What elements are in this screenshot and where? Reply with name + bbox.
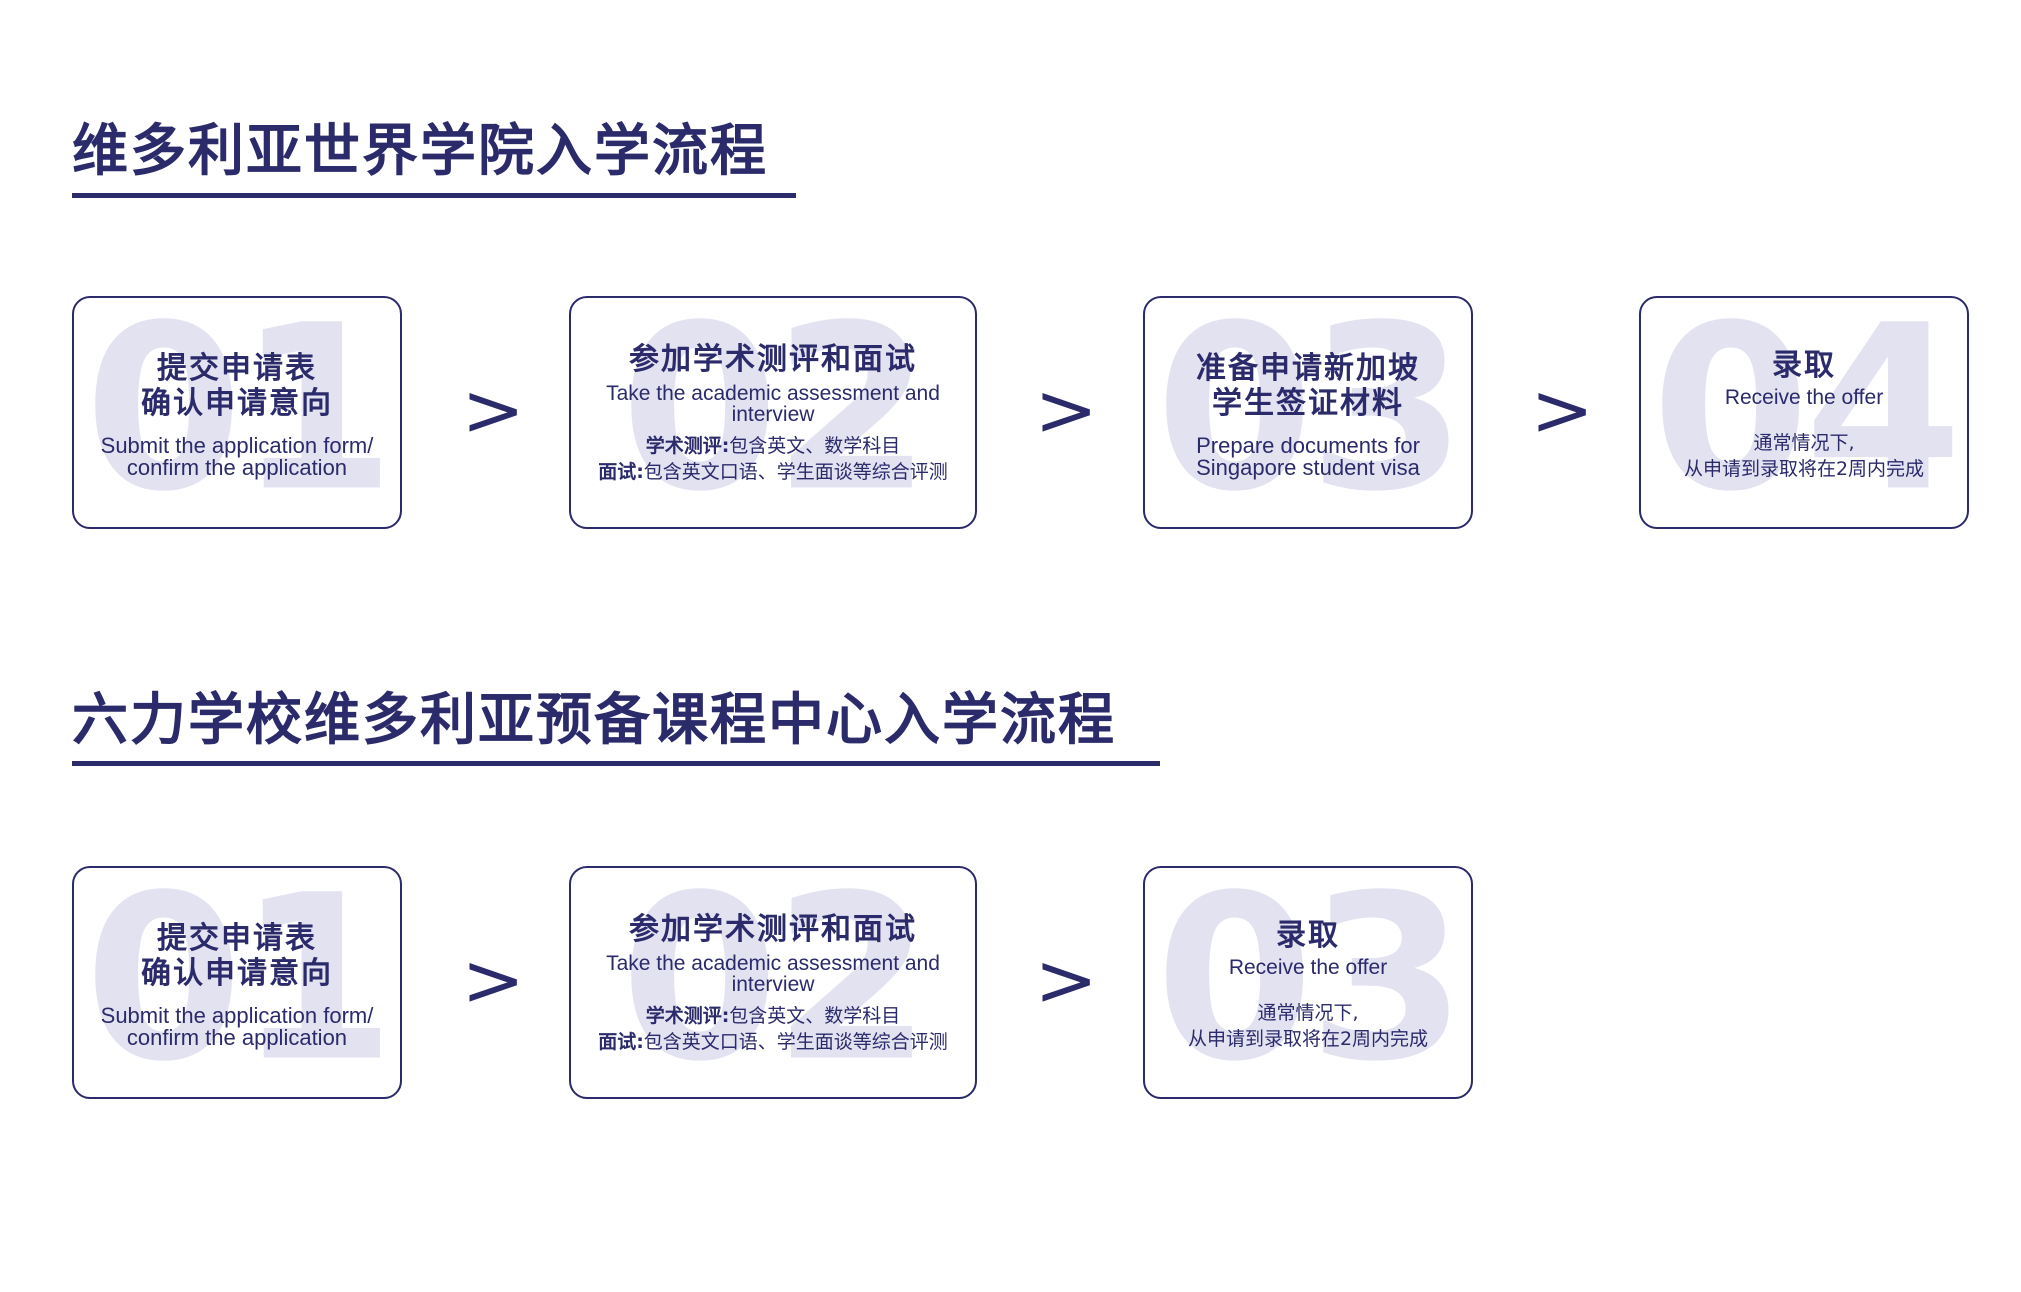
s1-step-03-desc-line1: Prepare documents for: [1196, 432, 1420, 458]
s1-step-02-card: 02 参加学术测评和面试 Take the academic assessmen…: [569, 296, 977, 529]
s2-step-02-card: 02 参加学术测评和面试 Take the academic assessmen…: [569, 866, 977, 1099]
section2-title: 六力学校维多利亚预备课程中心入学流程: [72, 688, 1116, 753]
s1-arrow-3-icon: >: [1530, 368, 1594, 452]
s2-step-02-interview-label: 面试:: [598, 1031, 644, 1053]
s2-step-01-desc-line1: Submit the application form/: [100, 1002, 374, 1028]
s2-step-02-assessment-label: 学术测评:: [645, 1005, 730, 1027]
section1-title-underline: [72, 193, 796, 198]
s1-step-03-card: 03 准备申请新加坡 学生签证材料 Prepare documents for …: [1143, 296, 1473, 529]
s1-step-04-subtitle: Receive the offer: [1724, 385, 1884, 409]
s2-step-03-subtitle: Receive the offer: [1228, 955, 1388, 979]
s1-step-04-desc-line1: 通常情况下,: [1753, 431, 1855, 454]
s1-step-02-assessment-line: 学术测评:包含英文、数学科目: [646, 433, 901, 459]
s1-step-02-assessment-text: 包含英文、数学科目: [729, 435, 901, 457]
s2-arrow-2-icon: >: [1034, 938, 1098, 1022]
s1-step-03-number: 03: [1155, 296, 1466, 529]
s1-step-02-interview-label: 面试:: [598, 461, 644, 483]
s1-arrow-2-icon: >: [1034, 368, 1098, 452]
s2-step-01-number: 01: [84, 866, 395, 1099]
s1-step-01-number: 01: [84, 296, 395, 529]
s2-step-02-subtitle-line1: Take the academic assessment and: [606, 952, 940, 975]
s2-step-03-card: 03 录取 Receive the offer 通常情况下, 从申请到录取将在2…: [1143, 866, 1473, 1099]
s1-step-04-title: 录取: [1772, 347, 1836, 383]
s2-step-02-interview-line: 面试:包含英文口语、学生面谈等综合评测: [598, 1029, 948, 1055]
s2-step-02-interview-text: 包含英文口语、学生面谈等综合评测: [643, 1031, 948, 1053]
s1-step-02-interview-text: 包含英文口语、学生面谈等综合评测: [643, 461, 948, 483]
s2-step-01-title-line2: 确认申请意向: [140, 955, 333, 991]
section2-title-underline: [72, 761, 1160, 766]
s1-step-04-number: 04: [1651, 296, 1962, 529]
s2-step-02-title: 参加学术测评和面试: [629, 912, 917, 947]
s2-step-01-card: 01 提交申请表 确认申请意向 Submit the application f…: [72, 866, 402, 1099]
s1-step-03-title-line1: 准备申请新加坡: [1196, 350, 1420, 386]
s2-step-01-title-line1: 提交申请表: [156, 920, 317, 956]
s1-step-04-card: 04 录取 Receive the offer 通常情况下, 从申请到录取将在2…: [1639, 296, 1969, 529]
s2-step-03-number: 03: [1155, 866, 1466, 1099]
s1-step-01-title-line1: 提交申请表: [156, 350, 317, 386]
section1-title: 维多利亚世界学院入学流程: [72, 119, 768, 184]
s1-step-01-card: 01 提交申请表 确认申请意向 Submit the application f…: [72, 296, 402, 529]
s2-arrow-1-icon: >: [461, 938, 525, 1022]
s1-step-02-subtitle-line2: interview: [731, 403, 815, 426]
s2-step-03-desc-line2: 从申请到录取将在2周内完成: [1187, 1027, 1429, 1050]
s1-step-02-assessment-label: 学术测评:: [645, 435, 730, 457]
s2-step-01-desc-line2: confirm the application: [126, 1024, 348, 1050]
s2-step-02-subtitle-line2: interview: [731, 973, 815, 996]
s2-step-02-assessment-text: 包含英文、数学科目: [729, 1005, 901, 1027]
s1-step-02-number: 02: [620, 296, 931, 529]
s2-step-03-desc-line1: 通常情况下,: [1257, 1001, 1359, 1024]
s1-step-02-interview-line: 面试:包含英文口语、学生面谈等综合评测: [598, 459, 948, 485]
s2-step-02-assessment-line: 学术测评:包含英文、数学科目: [646, 1003, 901, 1029]
s1-step-02-title: 参加学术测评和面试: [629, 342, 917, 377]
s1-step-01-desc-line2: confirm the application: [126, 454, 348, 480]
s2-step-03-title: 录取: [1276, 917, 1340, 953]
s1-step-01-title-line2: 确认申请意向: [140, 385, 333, 421]
s2-step-02-number: 02: [620, 866, 931, 1099]
s1-step-03-title-line2: 学生签证材料: [1212, 385, 1404, 421]
s1-arrow-1-icon: >: [461, 368, 525, 452]
s1-step-01-desc-line1: Submit the application form/: [100, 432, 374, 458]
s1-step-04-desc-line2: 从申请到录取将在2周内完成: [1683, 457, 1925, 480]
s1-step-02-subtitle-line1: Take the academic assessment and: [606, 382, 940, 405]
s1-step-03-desc-line2: Singapore student visa: [1196, 454, 1420, 480]
